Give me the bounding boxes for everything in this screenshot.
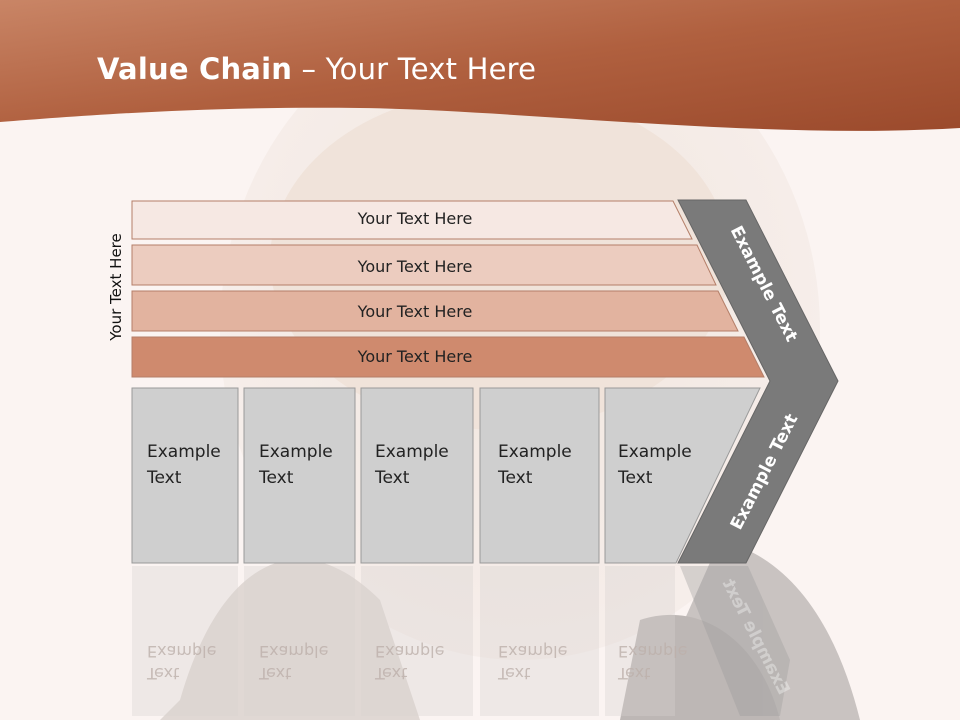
bar-1 — [131, 200, 693, 240]
box-reflection — [480, 566, 599, 716]
box-5-line1: Example — [618, 442, 692, 462]
box-4-reflection-label: Text Example — [498, 640, 593, 684]
bar-3-label: Your Text Here — [357, 302, 473, 321]
box-3-refl-line1: Example — [375, 642, 445, 661]
box-4-line1: Example — [498, 442, 572, 462]
bar-3 — [131, 290, 739, 332]
box-reflection — [361, 566, 473, 716]
box-5-line2: Text — [618, 468, 653, 488]
activity-box-4 — [479, 387, 600, 564]
box-1-reflection-label: Text Example — [147, 640, 242, 684]
box-2-refl-line2: Text — [259, 664, 292, 683]
title-rest: – Your Text Here — [292, 52, 537, 86]
box-5-refl-line1: Example — [618, 642, 688, 661]
box-4-line2: Text — [498, 468, 533, 488]
bar-2-label: Your Text Here — [357, 257, 473, 276]
box-2-reflection-label: Text Example — [259, 640, 354, 684]
activity-box-1 — [131, 387, 239, 564]
box-3-line2: Text — [375, 468, 410, 488]
activity-box-3 — [360, 387, 474, 564]
bar-4-label: Your Text Here — [357, 347, 473, 366]
box-1-refl-line1: Example — [147, 642, 217, 661]
activity-box-2 — [243, 387, 356, 564]
box-3-reflection-label: Text Example — [375, 640, 470, 684]
box-reflection — [132, 566, 238, 716]
title-bold: Value Chain — [97, 52, 293, 86]
bar-4 — [131, 336, 765, 378]
chevron-reflection — [680, 566, 790, 716]
box-4-refl-line1: Example — [498, 642, 568, 661]
box-2-line1: Example — [259, 442, 333, 462]
box-4-refl-line2: Text — [498, 664, 531, 683]
bar-2 — [131, 244, 717, 286]
margin-chevron — [677, 199, 839, 564]
bar-1-label: Your Text Here — [357, 209, 473, 228]
activity-box-5 — [604, 387, 761, 564]
box-1-line2: Text — [147, 468, 182, 488]
box-5-refl-line2: Text — [618, 664, 651, 683]
box-1-line1: Example — [147, 442, 221, 462]
box-3-line1: Example — [375, 442, 449, 462]
box-5-reflection-label: Text Example — [618, 640, 713, 684]
box-2-line2: Text — [259, 468, 294, 488]
header-band — [0, 0, 960, 131]
box-1-refl-line2: Text — [147, 664, 180, 683]
reflection-group — [132, 566, 790, 716]
box-reflection — [244, 566, 355, 716]
slide-title: Value Chain – Your Text Here — [97, 52, 536, 86]
box-3-refl-line2: Text — [375, 664, 408, 683]
box-reflection — [605, 566, 675, 716]
box-2-refl-line1: Example — [259, 642, 329, 661]
